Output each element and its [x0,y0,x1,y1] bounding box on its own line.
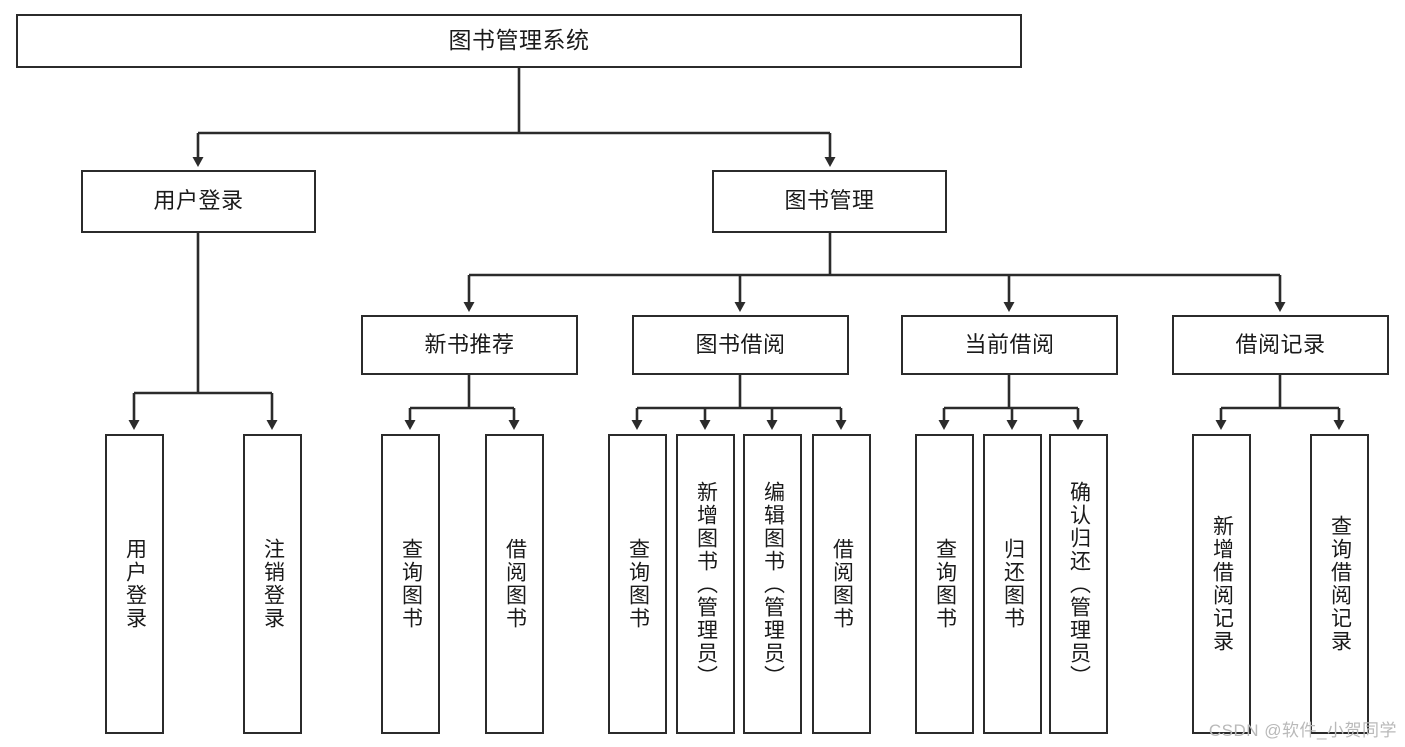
node-book-management[interactable]: 图书管理 [712,170,947,233]
node-label: 用户登录 [153,188,244,214]
node-root-system[interactable]: 图书管理系统 [16,14,1022,68]
leaf-book-borrow-add[interactable]: 新增图书（管理员） [676,434,735,734]
node-label: 图书管理系统 [448,27,590,54]
node-label: 编辑图书（管理员） [761,480,785,688]
node-label: 查询借阅记录 [1328,515,1352,653]
node-borrow-record[interactable]: 借阅记录 [1172,315,1389,375]
leaf-user-login-signout[interactable]: 注销登录 [243,434,302,734]
node-label: 查询图书 [626,538,650,630]
node-label: 借阅图书 [503,538,527,630]
leaf-borrow-record-query[interactable]: 查询借阅记录 [1310,434,1369,734]
leaf-borrow-record-add[interactable]: 新增借阅记录 [1192,434,1251,734]
leaf-current-borrow-query[interactable]: 查询图书 [915,434,974,734]
leaf-user-login-signin[interactable]: 用户登录 [105,434,164,734]
node-label: 新增图书（管理员） [694,480,718,688]
leaf-current-borrow-return[interactable]: 归还图书 [983,434,1042,734]
node-book-borrow[interactable]: 图书借阅 [632,315,849,375]
node-label: 借阅记录 [1235,331,1326,357]
node-label: 图书管理 [784,188,875,214]
node-user-login[interactable]: 用户登录 [81,170,316,233]
leaf-new-book-borrow[interactable]: 借阅图书 [485,434,544,734]
node-current-borrow[interactable]: 当前借阅 [901,315,1118,375]
node-label: 查询图书 [399,538,423,630]
leaf-book-borrow-edit[interactable]: 编辑图书（管理员） [743,434,802,734]
node-label: 查询图书 [933,538,957,630]
node-label: 归还图书 [1001,538,1025,630]
node-label: 当前借阅 [964,331,1055,357]
watermark-text: CSDN @软件_小贺同学 [1208,721,1397,740]
leaf-book-borrow-query[interactable]: 查询图书 [608,434,667,734]
leaf-current-borrow-confirm-return[interactable]: 确认归还（管理员） [1049,434,1108,734]
node-label: 确认归还（管理员） [1067,480,1091,688]
node-label: 新增借阅记录 [1210,515,1234,653]
leaf-book-borrow-lend[interactable]: 借阅图书 [812,434,871,734]
node-label: 用户登录 [123,538,147,630]
node-label: 新书推荐 [424,331,515,357]
leaf-new-book-query[interactable]: 查询图书 [381,434,440,734]
node-label: 借阅图书 [830,538,854,630]
node-label: 注销登录 [261,538,285,630]
node-label: 图书借阅 [695,331,786,357]
node-new-book-recommend[interactable]: 新书推荐 [361,315,578,375]
